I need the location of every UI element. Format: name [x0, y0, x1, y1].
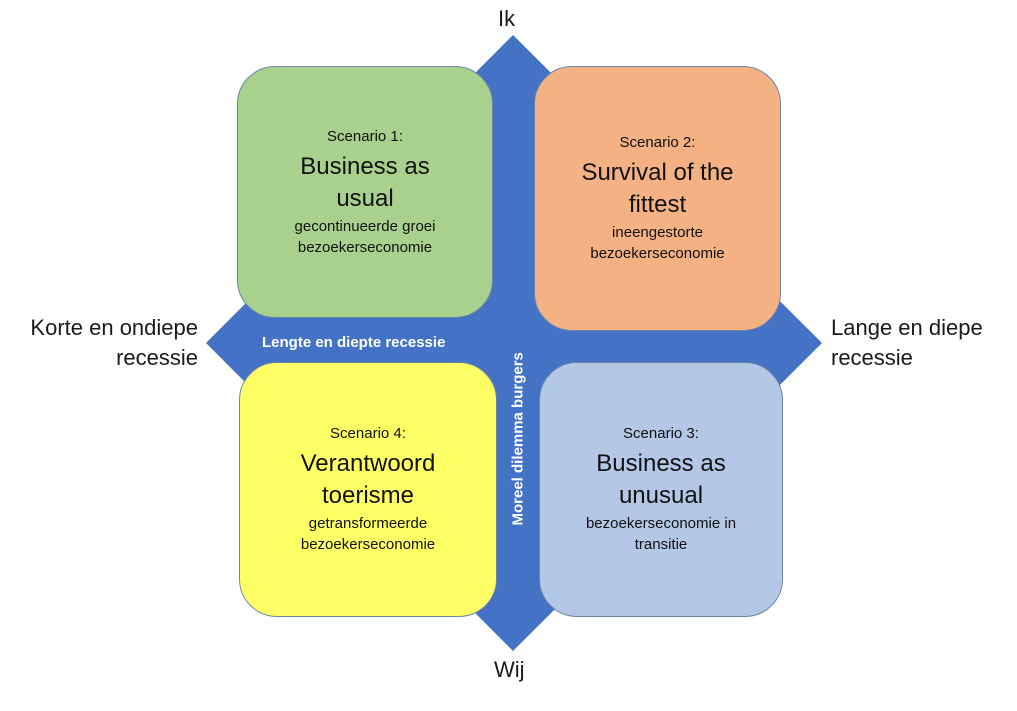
axis-right-line1: Lange en diepe [831, 315, 983, 340]
axis-left-label: Korte en ondiepe recessie [30, 313, 198, 373]
scenario-4-label: Scenario 4: [330, 425, 406, 442]
scenario-1-label: Scenario 1: [327, 127, 403, 145]
axis-top-label: Ik [498, 6, 516, 31]
axis-right-label: Lange en diepe recessie [831, 313, 983, 373]
scenario-2-label: Scenario 2: [619, 134, 696, 151]
scenario-3-label: Scenario 3: [623, 425, 699, 442]
horizontal-axis-band-label: Lengte en diepte recessie [262, 334, 446, 351]
axis-left-line1: Korte en ondiepe [30, 315, 198, 340]
axis-left-line2: recessie [116, 345, 198, 370]
axis-right-line2: recessie [831, 345, 913, 370]
axis-bottom-label: Wij [494, 657, 525, 682]
vertical-axis-band-label: Moreel dilemma burgers [509, 352, 527, 526]
